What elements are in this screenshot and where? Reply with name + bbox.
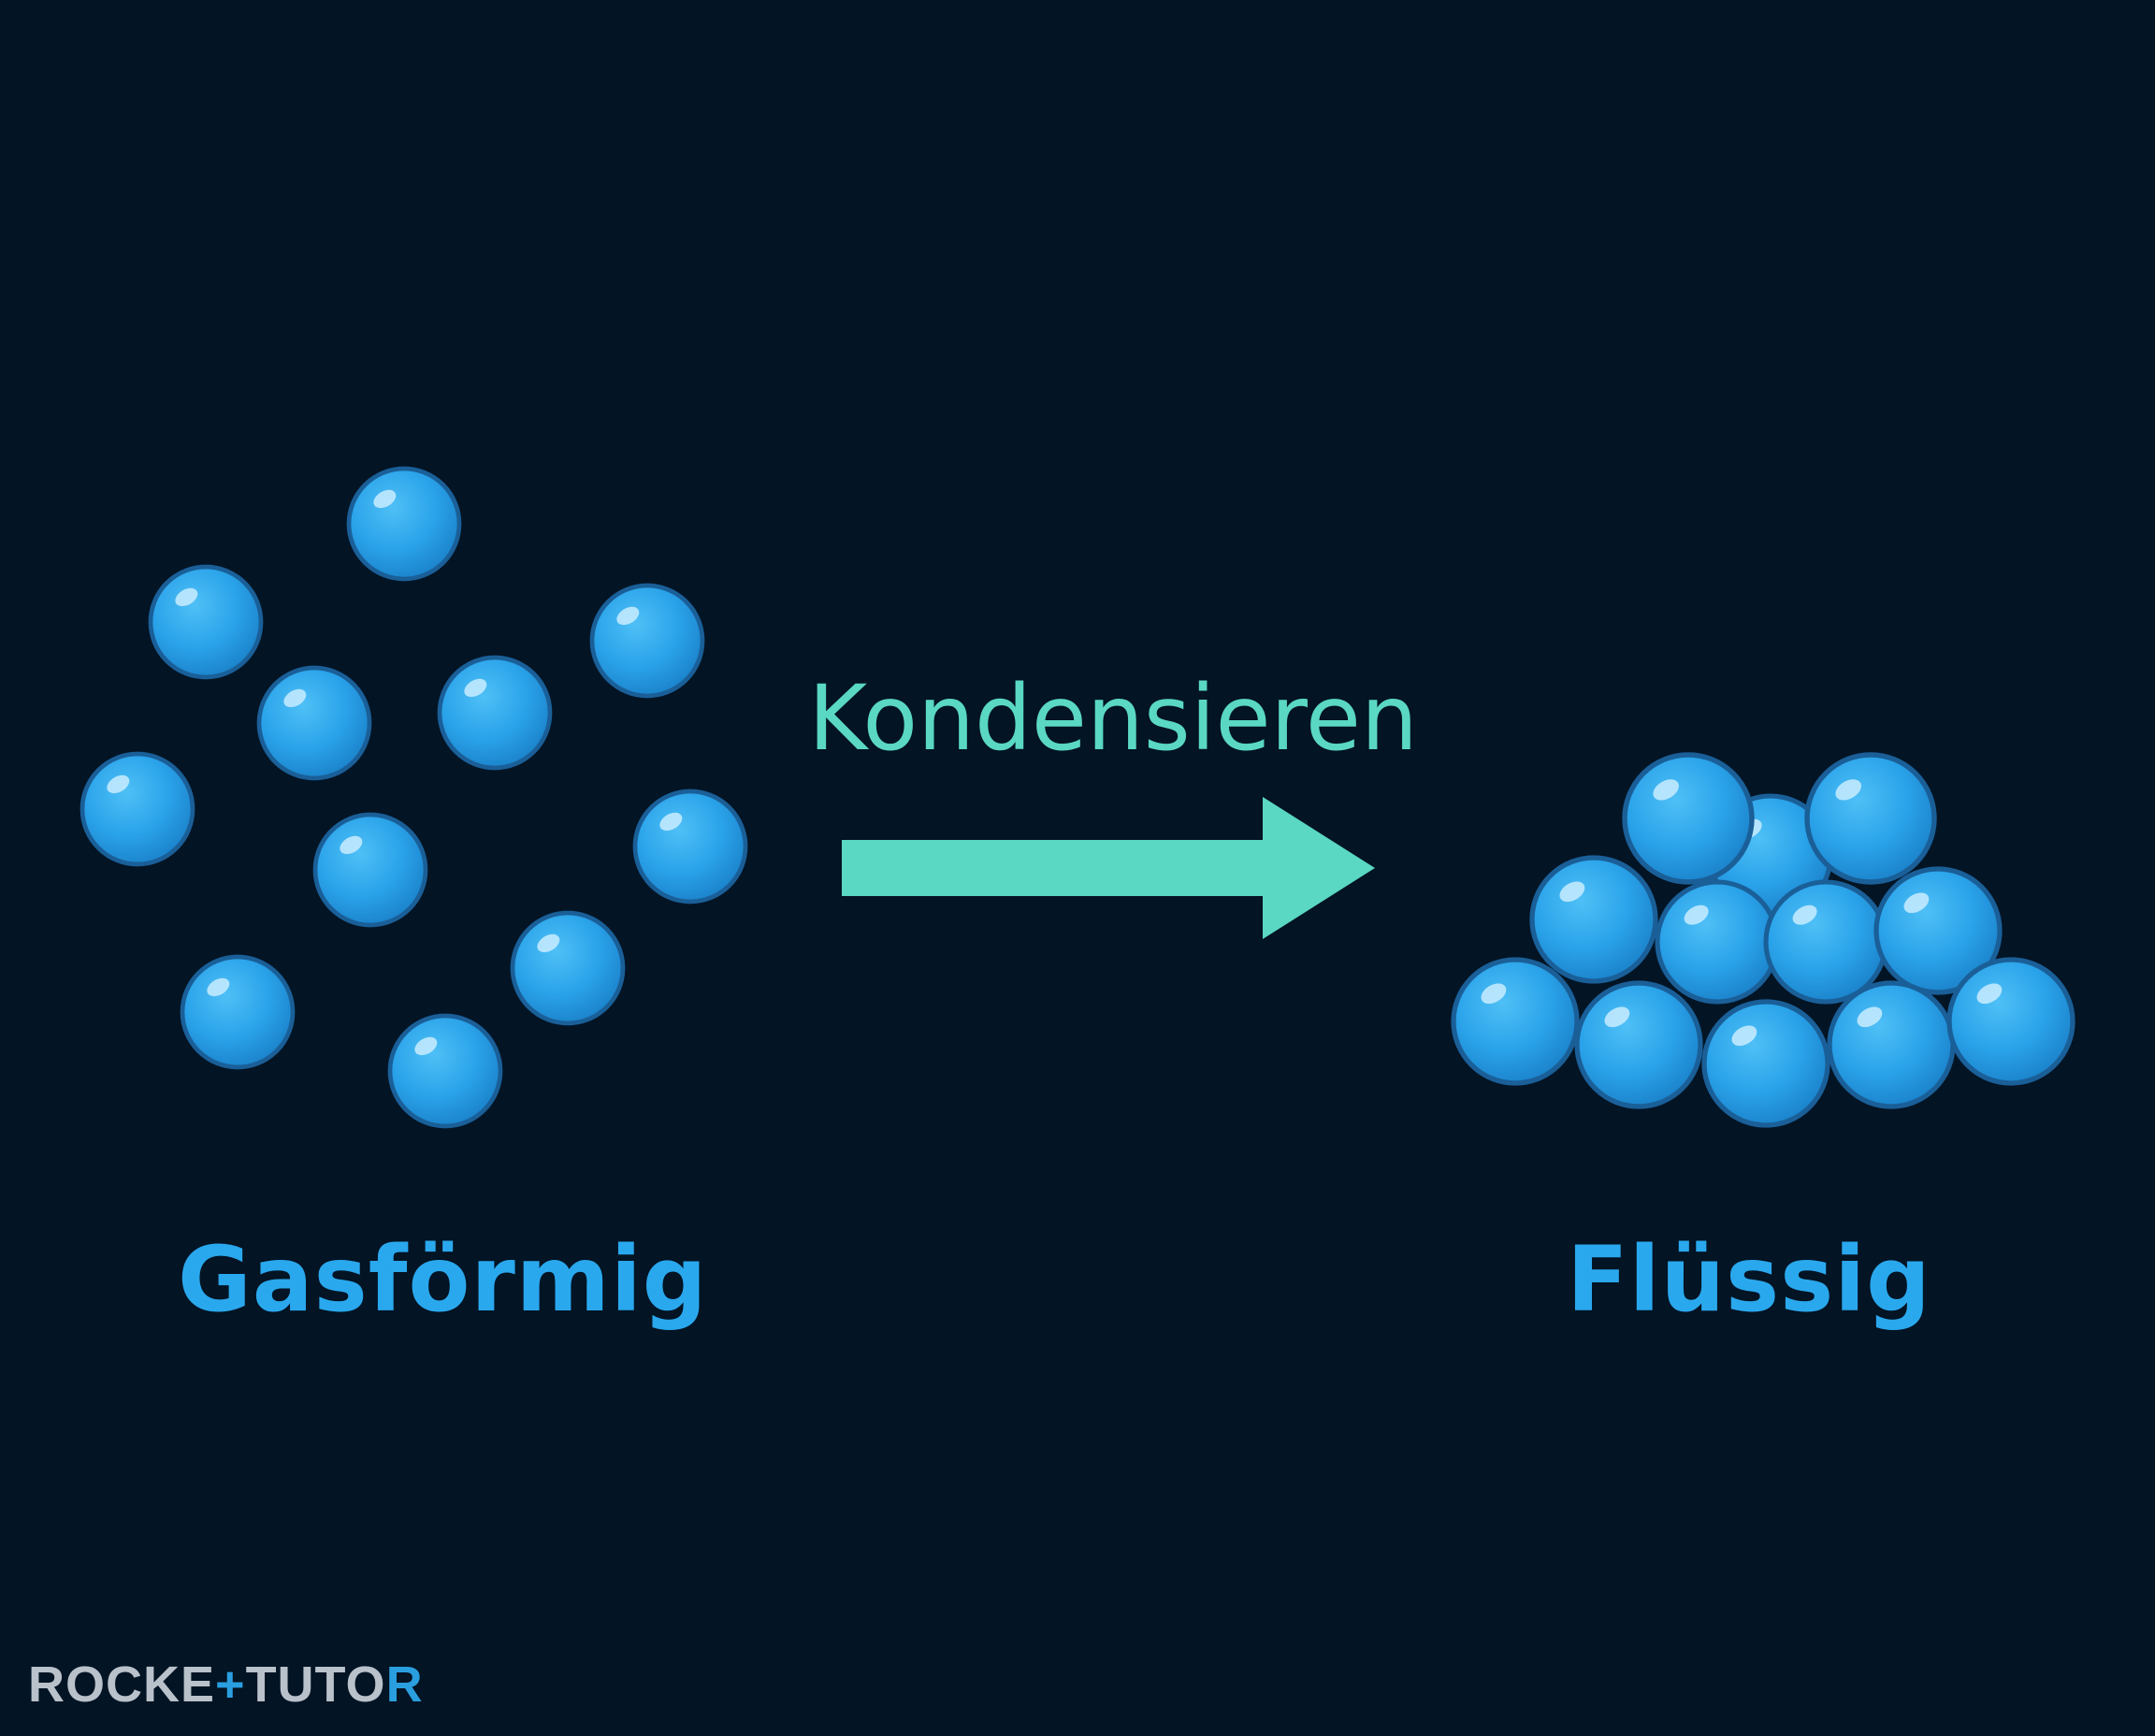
brand-logo: ROCKE+TUTOR	[28, 1656, 424, 1713]
liquid-particle	[1701, 999, 1830, 1128]
gas-particle	[589, 583, 705, 699]
liquid-particles	[1451, 752, 2075, 1128]
state-label-liquid: Flüssig	[1567, 1227, 1931, 1332]
gas-particle	[180, 954, 296, 1070]
gas-particle	[437, 655, 553, 771]
liquid-particle	[1529, 855, 1658, 984]
gas-particle	[80, 751, 195, 867]
liquid-particle	[1827, 980, 1956, 1109]
right-arrow-icon	[842, 797, 1375, 939]
liquid-particle	[1622, 752, 1755, 885]
liquid-particle	[1873, 866, 2003, 995]
gas-particle	[148, 564, 264, 680]
gas-particle	[346, 466, 462, 582]
liquid-particle	[1804, 752, 1937, 885]
gas-particle	[632, 788, 748, 904]
process-label: Kondensieren	[808, 666, 1418, 771]
liquid-particle	[1451, 957, 1580, 1086]
gas-particle	[510, 910, 626, 1026]
gas-particle	[256, 665, 372, 781]
liquid-particle	[1763, 879, 1888, 1005]
gas-particle	[312, 812, 428, 928]
gas-particles	[80, 466, 748, 1129]
liquid-particle	[1574, 980, 1703, 1109]
gas-particle	[387, 1013, 503, 1129]
state-label-gas: Gasförmig	[178, 1227, 708, 1332]
liquid-particle	[1655, 879, 1780, 1005]
liquid-particle	[1946, 957, 2075, 1086]
